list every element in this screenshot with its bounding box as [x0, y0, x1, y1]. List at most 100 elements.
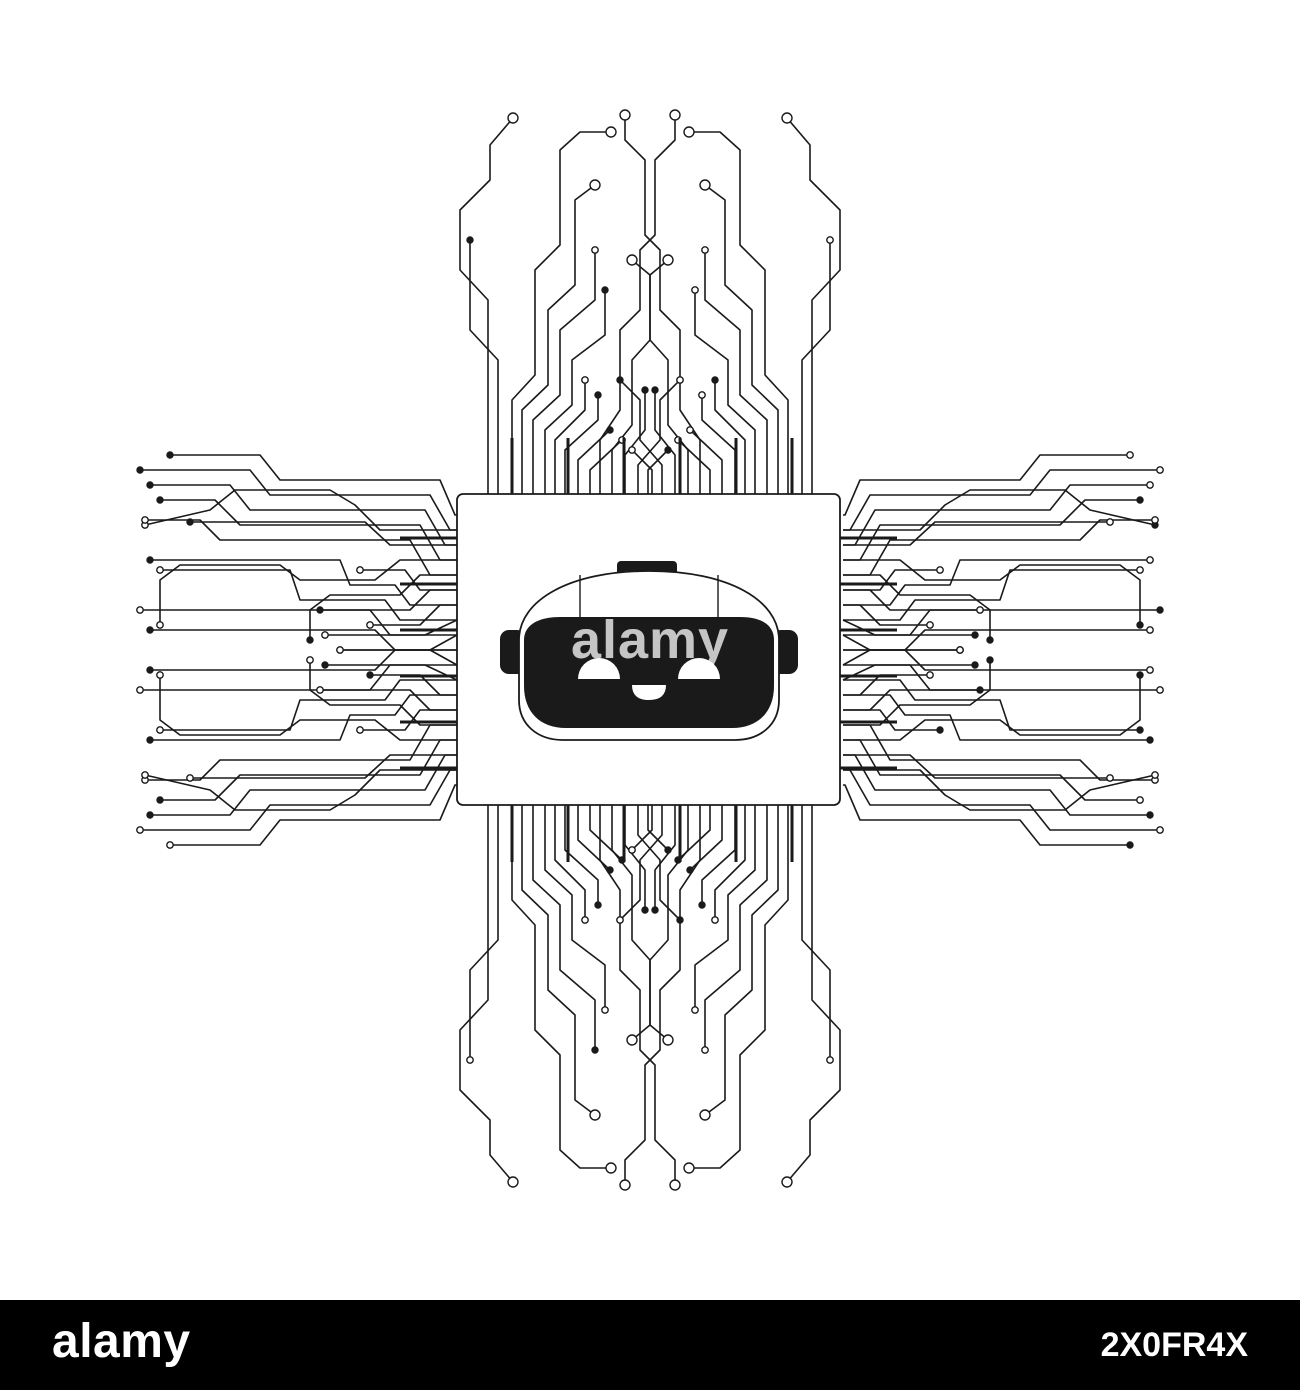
circuit-pad: [628, 846, 636, 854]
circuit-pad: [605, 126, 617, 138]
circuit-trace: [843, 569, 940, 591]
circuit-trace: [694, 805, 756, 1010]
circuit-trace: [564, 805, 599, 905]
circuit-trace: [619, 379, 663, 495]
circuit-pad: [321, 661, 329, 669]
circuit-pad: [826, 236, 834, 244]
circuit-pad: [619, 109, 631, 121]
circuit-trace: [159, 675, 457, 741]
circuit-trace: [843, 574, 991, 640]
circuit-trace: [801, 805, 831, 1060]
circuit-trace: [459, 805, 514, 1183]
circuit-pad: [641, 386, 649, 394]
circuit-pad: [141, 771, 149, 779]
circuit-pad: [581, 916, 589, 924]
left-eye-icon: [578, 658, 620, 679]
circuit-trace: [325, 664, 458, 681]
circuit-trace: [150, 484, 457, 546]
circuit-pad: [936, 566, 944, 574]
circuit-trace: [714, 805, 746, 920]
circuit-pad: [926, 621, 934, 629]
circuit-trace: [589, 805, 623, 861]
circuit-pad: [606, 866, 614, 874]
circuit-pad: [1136, 671, 1144, 679]
circuit-trace: [843, 675, 1141, 741]
circuit-trace: [532, 250, 596, 495]
circuit-pad: [664, 846, 672, 854]
circuit-pad: [662, 1034, 674, 1046]
circuit-pad: [711, 376, 719, 384]
circuit-trace: [160, 499, 457, 561]
circuit-pad: [1146, 626, 1154, 634]
circuit-pad: [136, 686, 144, 694]
robot-head-icon: [500, 561, 798, 741]
circuit-pad: [971, 631, 979, 639]
circuit-trace: [619, 805, 663, 921]
circuit-trace: [170, 454, 457, 516]
circuit-trace: [843, 454, 1130, 516]
circuit-trace: [654, 805, 676, 910]
circuit-traces: [140, 115, 1160, 1185]
circuit-pad: [1136, 796, 1144, 804]
circuit-trace: [843, 754, 1150, 816]
circuit-trace: [843, 769, 1156, 811]
circuit-trace: [843, 694, 1150, 741]
circuit-trace: [843, 469, 1160, 531]
circuit-pad: [619, 1179, 631, 1191]
circuit-pad: [651, 906, 659, 914]
circuit-pad: [186, 774, 194, 782]
circuit-pad: [971, 661, 979, 669]
circuit-pad: [591, 1046, 599, 1054]
circuit-pad: [1136, 496, 1144, 504]
circuit-pad: [699, 179, 711, 191]
circuit-trace: [521, 805, 596, 1116]
circuit-trace: [544, 290, 606, 495]
circuit-trace: [843, 484, 1150, 546]
circuit-trace: [160, 569, 457, 621]
circuit-trace: [631, 805, 689, 1041]
circuit-pad: [146, 666, 154, 674]
circuit-trace: [843, 604, 930, 626]
circuit-trace: [689, 805, 723, 871]
footer-bar: alamy 2X0FR4X: [0, 1300, 1300, 1390]
circuit-trace: [704, 805, 779, 1116]
circuit-pad: [669, 109, 681, 121]
circuit-trace: [150, 694, 457, 741]
circuit-trace: [843, 679, 1140, 731]
circuit-trace: [801, 240, 831, 495]
circuit-pad: [507, 1176, 519, 1188]
mouth-icon: [632, 685, 666, 700]
circuit-pad: [691, 286, 699, 294]
circuit-trace: [677, 439, 711, 495]
circuit-pad: [686, 866, 694, 874]
circuit-pad: [1146, 481, 1154, 489]
circuit-trace: [370, 604, 457, 626]
circuit-pad: [1146, 666, 1154, 674]
circuit-trace: [564, 395, 599, 495]
circuit-pad: [698, 391, 706, 399]
circuit-pad: [1156, 606, 1164, 614]
circuit-trace: [843, 559, 1150, 606]
circuit-pad: [316, 686, 324, 694]
circuit-pad: [641, 906, 649, 914]
circuit-trace: [689, 131, 789, 495]
circuit-pad: [1136, 726, 1144, 734]
circuit-trace: [599, 115, 676, 495]
circuit-pad: [628, 446, 636, 454]
circuit-pad: [1106, 774, 1114, 782]
brand-logo: alamy: [52, 1315, 191, 1368]
circuit-trace: [544, 805, 606, 1010]
circuit-pad: [669, 1179, 681, 1191]
circuit-trace: [599, 805, 676, 1185]
circuit-trace: [469, 240, 499, 495]
circuit-trace: [521, 184, 596, 495]
circuit-pad: [186, 518, 194, 526]
circuit-trace: [704, 805, 768, 1050]
circuit-trace: [469, 805, 499, 1060]
circuit-trace: [843, 674, 930, 696]
circuit-pad: [589, 1109, 601, 1121]
circuit-trace: [577, 805, 611, 871]
circuit-pad: [591, 246, 599, 254]
circuit-trace: [843, 519, 1155, 576]
circuit-pad: [146, 811, 154, 819]
